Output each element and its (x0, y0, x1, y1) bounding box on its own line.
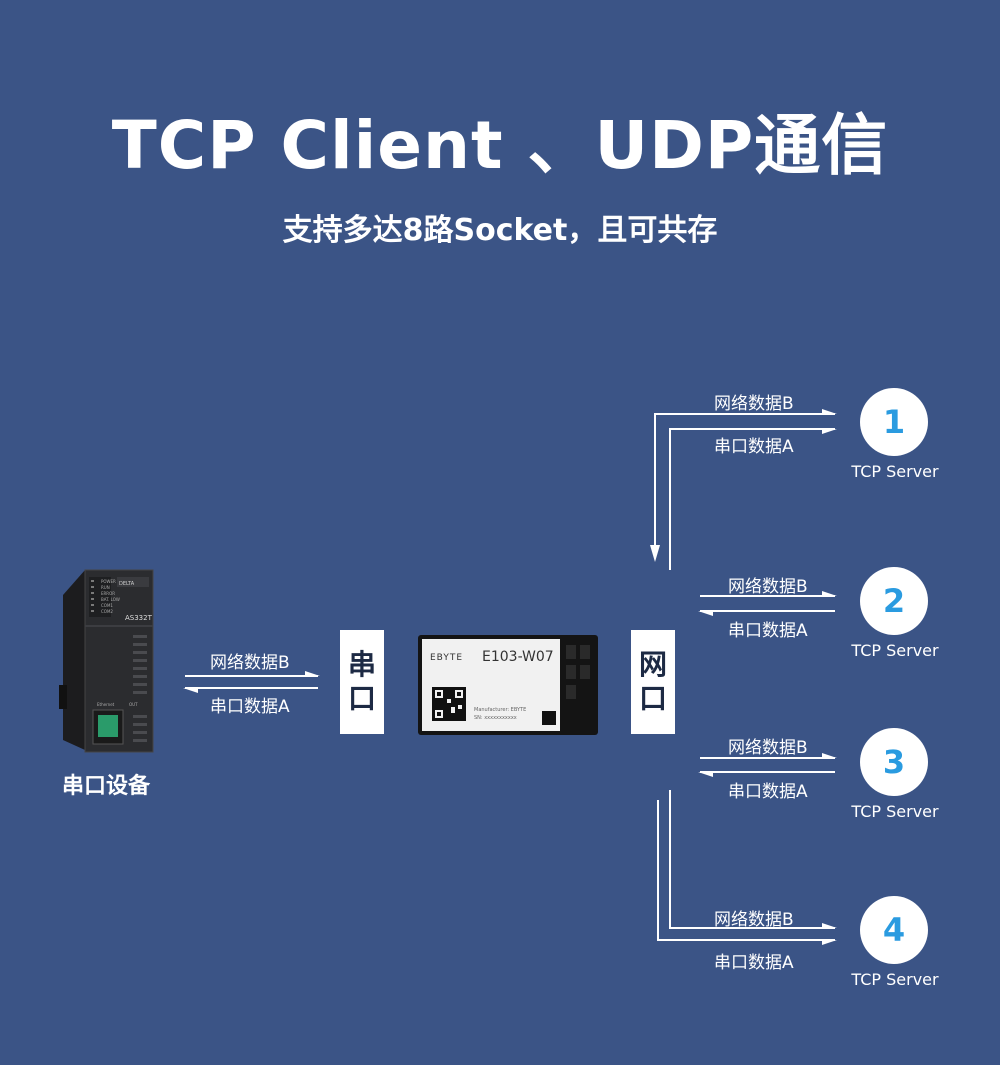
device-port-label: Ethernet (97, 702, 115, 707)
server-3-data-b-label: 网络数据B (728, 738, 808, 758)
device-led-labels: POWER RUN ERROR BAT. LOW COM1 COM2 (101, 579, 120, 615)
device-model-label: AS332T (125, 614, 152, 622)
led-label: RUN (101, 585, 110, 590)
server-4-circle: 4 (860, 896, 928, 964)
led-label: COM2 (101, 609, 113, 614)
server-1-label: TCP Server (851, 462, 939, 481)
server-3-circle: 3 (860, 728, 928, 796)
server-4-data-a-label: 串口数据A (714, 953, 794, 973)
server-2-data-a-label: 串口数据A (728, 621, 808, 641)
network-port-box: 网 口 (631, 630, 675, 734)
wifi-module: EBYTE E103-W07 Manufacturer: EBYTE SN: x… (418, 635, 598, 735)
led-label: POWER (101, 579, 116, 584)
module-image (418, 635, 598, 735)
device-brand-logo: DELTA (119, 581, 135, 587)
server-2-circle: 2 (860, 567, 928, 635)
module-sn: SN: xxxxxxxxxxx (474, 715, 517, 721)
network-port-char: 网 (638, 648, 667, 681)
server-2-label: TCP Server (851, 641, 939, 660)
serial-device-label: 串口设备 (62, 774, 151, 799)
module-brand: EBYTE (430, 653, 464, 663)
server-1-data-b-label: 网络数据B (714, 394, 794, 414)
serial-data-b-label: 网络数据B (210, 653, 290, 673)
module-manufacturer: Manufacturer: EBYTE (474, 707, 527, 713)
plc-device-image (59, 569, 154, 753)
serial-data-a-label: 串口数据A (210, 697, 290, 717)
page-title: TCP Client 、UDP通信 (111, 107, 889, 184)
module-model: E103-W07 (482, 649, 554, 665)
device-out-label: OUT (129, 702, 138, 707)
network-port-char: 口 (638, 682, 667, 715)
serial-port-box: 串 口 (340, 630, 384, 734)
serial-port-char: 口 (347, 682, 376, 715)
server-3-label: TCP Server (851, 802, 939, 821)
server-3-data-a-label: 串口数据A (728, 782, 808, 802)
led-label: COM1 (101, 603, 113, 608)
server-1-circle: 1 (860, 388, 928, 456)
server-4-data-b-label: 网络数据B (714, 910, 794, 930)
server-2-data-b-label: 网络数据B (728, 577, 808, 597)
serial-port-char: 串 (347, 648, 376, 681)
led-label: BAT. LOW (101, 597, 120, 602)
page-subtitle: 支持多达8路Socket，且可共存 (282, 213, 718, 248)
server-1-data-a-label: 串口数据A (714, 437, 794, 457)
serial-device: AS332T DELTA POWER RUN ERROR BAT. LOW CO… (55, 565, 155, 755)
server-4-label: TCP Server (851, 970, 939, 989)
led-label: ERROR (101, 591, 116, 596)
